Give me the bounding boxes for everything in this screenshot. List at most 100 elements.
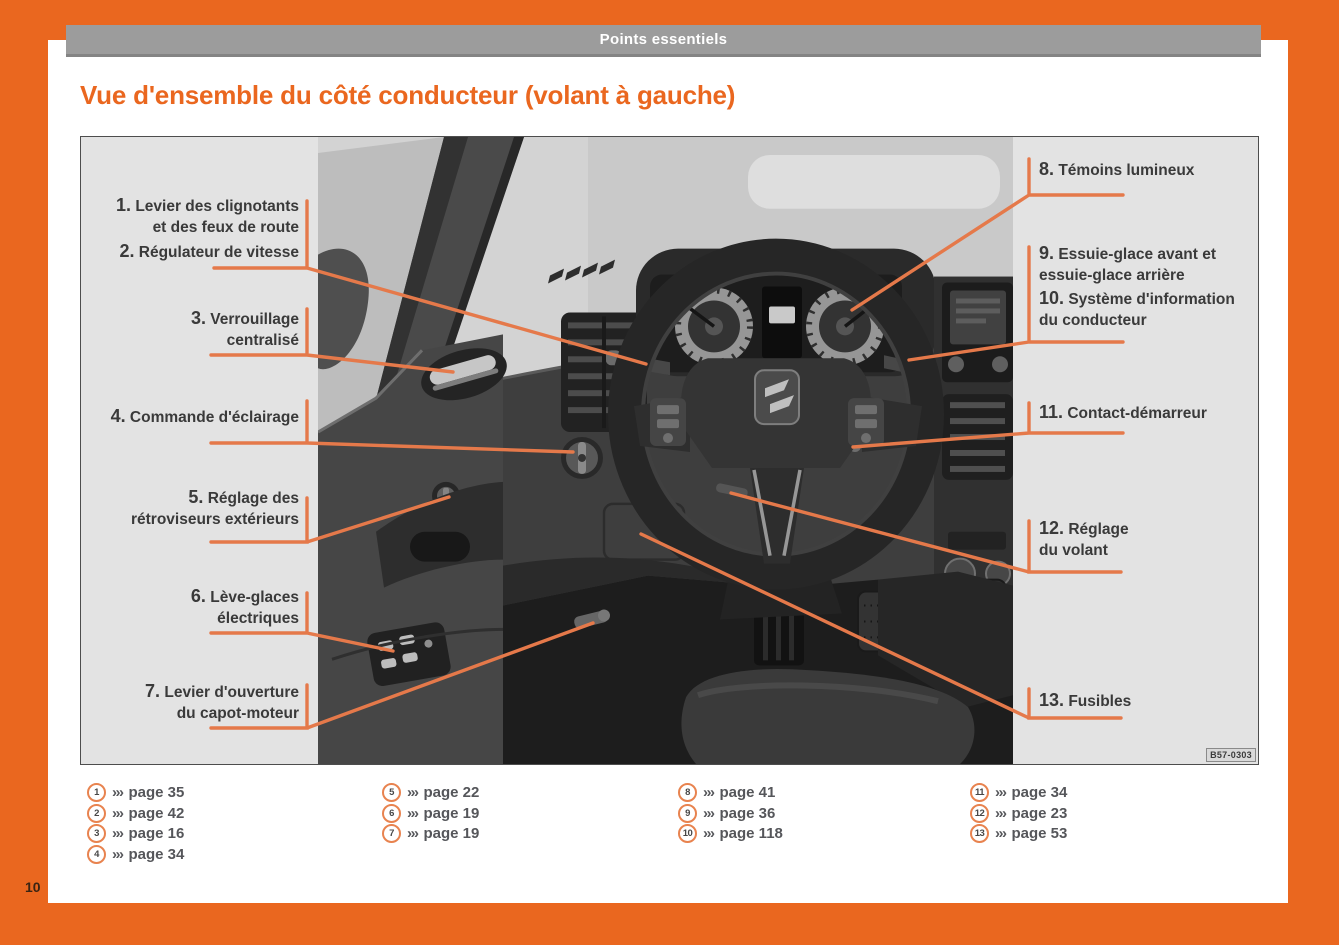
reference-page: page 42 [128, 804, 185, 822]
reference-number-badge: 8 [678, 782, 697, 802]
hood-release-lever [574, 609, 610, 629]
cross-reference-arrows-icon: ››› [407, 824, 419, 842]
leader-line-7 [209, 621, 595, 730]
figure-label-5: 5. Réglage des rétroviseurs extérieurs [130, 487, 299, 528]
reference-page: page 22 [423, 783, 480, 801]
leader-line-5 [209, 495, 451, 544]
reference-page: page 118 [719, 824, 783, 842]
window-switches [367, 622, 451, 687]
figure-label-10: 10. Système d'information du conducteur [1039, 288, 1235, 329]
reference-number-badge: 12 [970, 803, 989, 823]
reference-page: page 19 [423, 804, 480, 822]
figure-label-4: 4. Commande d'éclairage [110, 406, 299, 426]
leader-line-6 [209, 591, 395, 653]
cross-reference-arrows-icon: ››› [703, 824, 715, 842]
cross-reference-arrows-icon: ››› [407, 783, 419, 801]
figure-label-9: 9. Essuie-glace avant et essuie-glace ar… [1039, 243, 1216, 284]
vehicle-interior-photo [318, 137, 1013, 764]
cross-reference-arrows-icon: ››› [703, 804, 715, 822]
section-header-bar: Points essentiels [66, 25, 1261, 57]
cross-reference-arrows-icon: ››› [112, 804, 124, 822]
reference-page: page 23 [1011, 804, 1068, 822]
reference-page: page 34 [1011, 783, 1068, 801]
speedometer [675, 287, 753, 366]
leader-line-12 [729, 491, 1123, 574]
figure-label-12: 12. Réglage du volant [1039, 518, 1129, 559]
reference-number-badge: 9 [678, 803, 697, 823]
cross-reference-arrows-icon: ››› [112, 783, 124, 801]
reference-number-badge: 2 [87, 803, 106, 823]
cross-reference-arrows-icon: ››› [995, 783, 1007, 801]
page-reference-13[interactable]: 13 ››› page 53 [970, 823, 1067, 843]
door-handle [429, 355, 499, 391]
callout-leader-lines [209, 157, 1125, 730]
cross-reference-arrows-icon: ››› [995, 804, 1007, 822]
page-title: Vue d'ensemble du côté conducteur (volan… [80, 80, 736, 110]
page-reference-7[interactable]: 7 ››› page 19 [382, 823, 479, 843]
reference-number-badge: 10 [678, 823, 697, 843]
figure-label-6: 6. Lève-glaces électriques [190, 586, 299, 627]
leader-line-11 [851, 401, 1125, 449]
reference-page: page 35 [128, 783, 185, 801]
reference-number-badge: 5 [382, 782, 401, 802]
reference-number-badge: 4 [87, 844, 106, 864]
leader-line-1-2 [212, 199, 648, 366]
reference-number-badge: 13 [970, 823, 989, 843]
page-reference-6[interactable]: 6 ››› page 19 [382, 803, 479, 823]
image-code-tag: B57-0303 [1206, 748, 1256, 762]
leader-line-13 [639, 532, 1123, 720]
reference-number-badge: 7 [382, 823, 401, 843]
driver-seat [681, 669, 975, 764]
reference-page: page 19 [423, 824, 480, 842]
figure-label-3: 3. Verrouillage centralisé [190, 308, 299, 349]
defroster-vents [548, 259, 615, 284]
leader-line-9-10 [907, 245, 1125, 362]
door-panel [318, 334, 507, 764]
steering-wheel [608, 238, 944, 620]
reference-page: page 34 [128, 845, 185, 863]
cross-reference-arrows-icon: ››› [112, 824, 124, 842]
headlight-switch [561, 437, 603, 479]
reference-page: page 16 [128, 824, 185, 842]
page-reference-5[interactable]: 5 ››› page 22 [382, 782, 479, 802]
figure-label-2: 2. Régulateur de vitesse [119, 241, 299, 261]
reference-page: page 53 [1011, 824, 1068, 842]
cross-reference-arrows-icon: ››› [112, 845, 124, 863]
wheel-rim [608, 238, 944, 590]
figure-label-8: 8. Témoins lumineux [1039, 159, 1195, 179]
brand-emblem [754, 369, 800, 426]
reference-number-badge: 11 [970, 782, 989, 802]
reference-page: page 41 [719, 783, 776, 801]
page-reference-2[interactable]: 2 ››› page 42 [87, 803, 184, 823]
figure-label-1: 1. Levier des clignotants et des feux de… [116, 195, 299, 236]
page-reference-9[interactable]: 9 ››› page 36 [678, 803, 775, 823]
reference-page: page 36 [719, 804, 776, 822]
figure-label-13: 13. Fusibles [1039, 690, 1132, 710]
reference-number-badge: 6 [382, 803, 401, 823]
leader-line-3 [209, 307, 455, 374]
page-reference-11[interactable]: 11 ››› page 34 [970, 782, 1067, 802]
page-reference-12[interactable]: 12 ››› page 23 [970, 803, 1067, 823]
cross-reference-arrows-icon: ››› [703, 783, 715, 801]
leader-line-4 [209, 399, 575, 454]
cross-reference-arrows-icon: ››› [995, 824, 1007, 842]
page-reference-4[interactable]: 4 ››› page 34 [87, 844, 184, 864]
page-reference-1[interactable]: 1 ››› page 35 [87, 782, 184, 802]
page-reference-3[interactable]: 3 ››› page 16 [87, 823, 184, 843]
center-tunnel [878, 571, 1013, 708]
reference-number-badge: 3 [87, 823, 106, 843]
cross-reference-arrows-icon: ››› [407, 804, 419, 822]
page-number: 10 [25, 879, 41, 895]
section-header-label: Points essentiels [599, 31, 728, 48]
reference-number-badge: 1 [87, 782, 106, 802]
driver-display [762, 286, 802, 359]
page-reference-8[interactable]: 8 ››› page 41 [678, 782, 775, 802]
overview-figure: 1. Levier des clignotants et des feux de… [80, 136, 1259, 765]
figure-label-7: 7. Levier d'ouverture du capot-moteur [145, 681, 299, 722]
wheel-buttons-left [650, 398, 686, 447]
leader-line-8 [850, 157, 1125, 312]
wheel-buttons-right [848, 398, 884, 447]
figure-label-11: 11. Contact-démarreur [1039, 402, 1207, 422]
page-reference-10[interactable]: 10 ››› page 118 [678, 823, 783, 843]
